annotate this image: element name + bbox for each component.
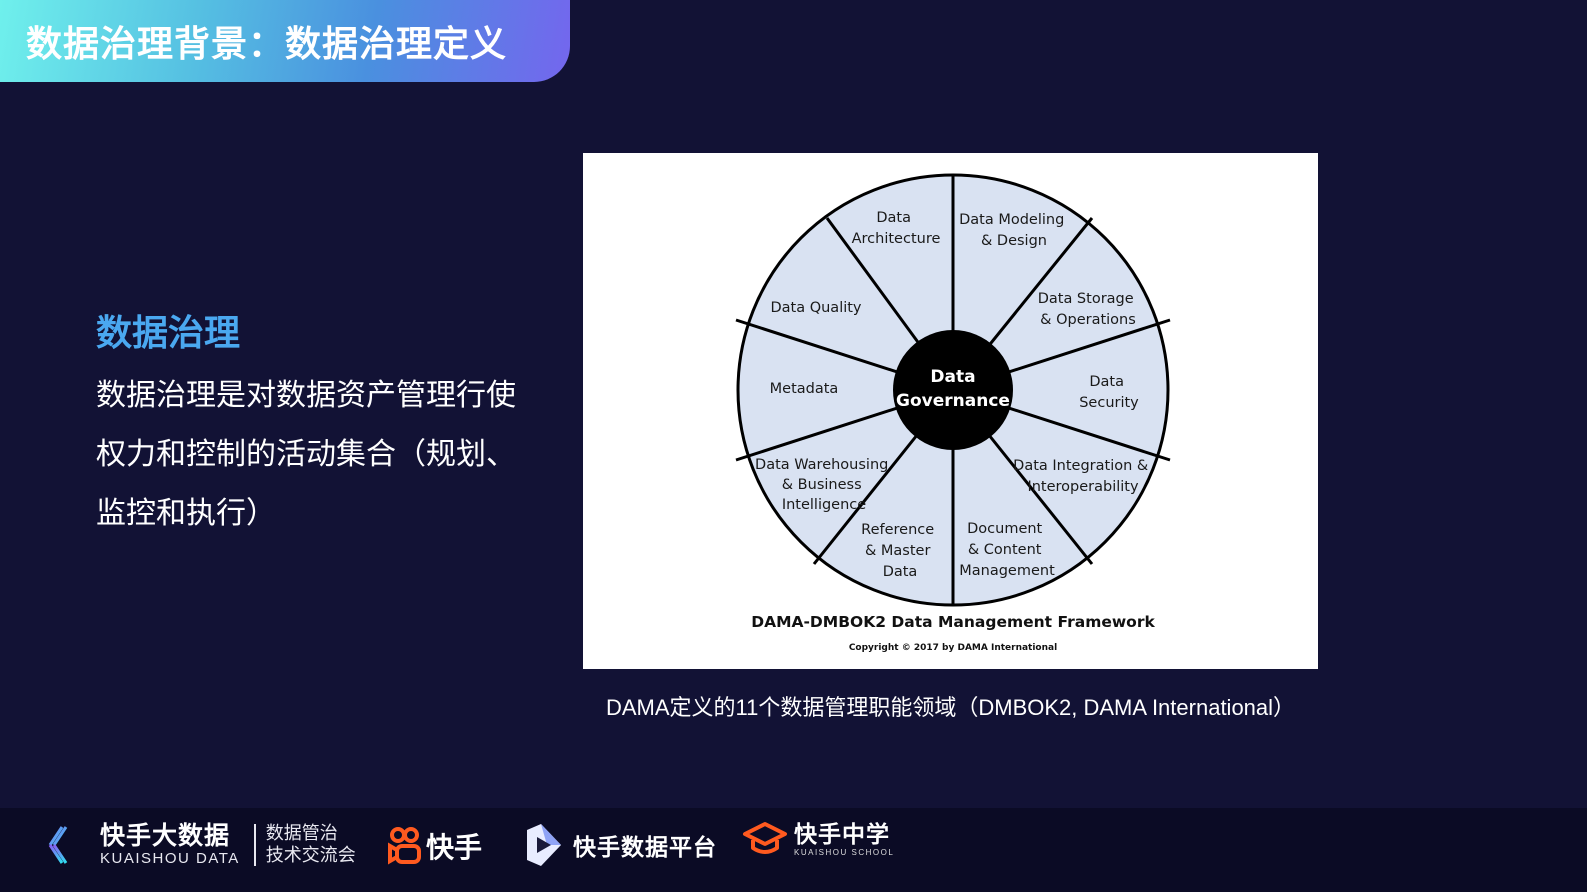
data-platform-play-icon [527,824,561,866]
segment-reference-master: Reference & Master Data [861,522,939,580]
school-en: KUAISHOU SCHOOL [794,847,895,857]
kuaishou-school-logo: 快手中学 KUAISHOU SCHOOL [742,820,894,858]
segment-data-security: Data Security [1079,374,1139,411]
kuaishou-data-cn: 快手大数据 [100,821,231,850]
graduation-cap-icon [743,822,787,854]
framework-copyright: Copyright © 2017 by DAMA International [849,643,1057,653]
kuaishou-text: 快手 [426,831,483,864]
segment-data-integration: Data Integration & Interoperability [1013,458,1153,495]
figure-caption: DAMA定义的11个数据管理职能领域（DMBOK2, DAMA Internat… [605,695,1296,720]
segment-document-content: Document & Content Management [959,521,1055,579]
footer: 快手大数据 KUAISHOU DATA 数据管治 技术交流会 快手 快手数据平台 [0,808,1587,892]
kuaishou-data-logo: 快手大数据 KUAISHOU DATA 数据管治 技术交流会 [44,822,356,867]
kuaishou-data-en: KUAISHOU DATA [100,850,240,867]
center-circle [893,330,1013,450]
segment-data-architecture: Data Architecture [852,210,941,247]
kuaishou-camera-icon [388,827,421,865]
segment-data-warehousing: Data Warehousing & Business Intelligence [755,457,893,513]
segment-data-quality: Data Quality [770,300,861,316]
segment-data-storage-operations: Data Storage & Operations [1038,291,1139,328]
dama-wheel-diagram: Data Governance Data Architecture Data M… [735,173,1171,653]
event-line2: 技术交流会 [265,844,356,866]
kuaishou-logo: 快手 [388,826,482,866]
event-line1: 数据管治 [265,822,338,844]
kuaishou-data-icon [44,825,86,864]
dama-wheel-figure: Data Governance Data Architecture Data M… [583,153,1318,669]
center-label-line1: Data [930,367,975,387]
framework-title: DAMA-DMBOK2 Data Management Framework [751,613,1155,631]
section-body: 数据治理是对数据资产管理行使权力和控制的活动集合（规划、监控和执行） [96,378,516,531]
logo-divider [253,823,256,866]
segment-data-modeling-design: Data Modeling & Design [959,212,1069,249]
segment-metadata: Metadata [770,381,839,397]
school-cn: 快手中学 [794,821,890,848]
data-platform-logo: 快手数据平台 [525,824,717,866]
section-heading: 数据治理 [96,313,241,354]
center-label-line2: Governance [896,391,1010,411]
page-title: 数据治理背景：数据治理定义 [26,24,508,65]
data-platform-text: 快手数据平台 [573,835,717,861]
header-banner: 数据治理背景：数据治理定义 [0,0,570,82]
